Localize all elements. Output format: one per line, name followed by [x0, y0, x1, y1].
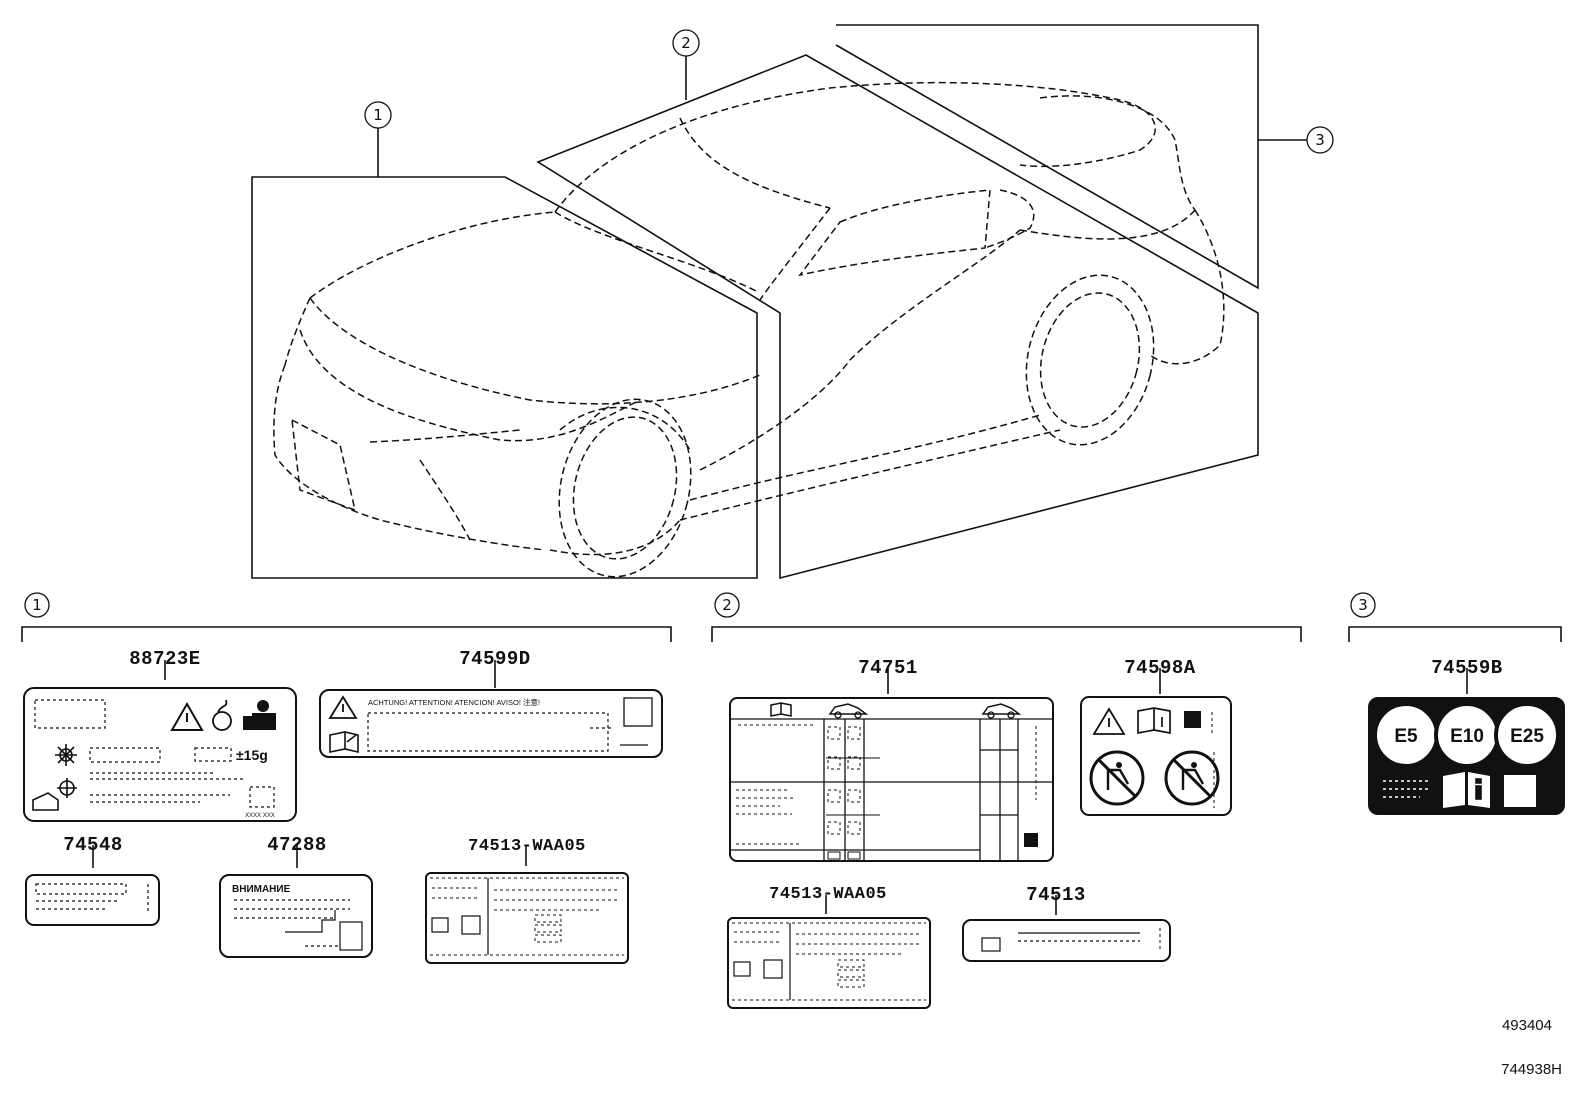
manual-book-icon — [329, 731, 359, 754]
group-2-circle — [714, 592, 740, 618]
no-child-seat-airbag-icon — [1164, 750, 1220, 806]
fuel-e10-text: E10 — [1450, 726, 1484, 747]
label-74559B — [1368, 697, 1565, 815]
group-3-circle — [1350, 592, 1376, 618]
part-no-74598A: 74598A — [1124, 657, 1196, 679]
car-silhouette-icon — [828, 703, 869, 715]
callout-3-circle — [1306, 126, 1334, 154]
label-74599D — [319, 689, 663, 758]
illustration-code: 493404 — [1502, 1017, 1552, 1034]
label-texts: ±15g XXXX XXX ACHTUNG! ATTENTION! ATENCI… — [232, 697, 1544, 895]
group-1-circle — [24, 592, 50, 618]
zone-1-frame — [251, 176, 758, 579]
russian-warning-heading: ВНИМАНИЕ — [232, 884, 291, 895]
part-no-74559B: 74559B — [1431, 657, 1502, 679]
part-no-74513-WAA05-a: 74513-WAA05 — [468, 837, 586, 856]
car-illustration — [273, 81, 1225, 578]
label-88723E — [23, 687, 297, 822]
part-numbers: 88723E 74599D 74548 47288 74513-WAA05 74… — [63, 648, 1502, 906]
part-no-47288: 47288 — [267, 834, 327, 856]
callout-1-number: 1 — [373, 106, 383, 124]
group-3-number: 3 — [1358, 596, 1368, 614]
flame-icon — [212, 699, 232, 731]
fuel-e25-badge — [1494, 702, 1560, 768]
car-silhouette-icon — [981, 703, 1022, 715]
compressor-oil-icon — [32, 778, 77, 811]
fuel-e5-text: E5 — [1394, 726, 1418, 747]
manual-info-icon — [1137, 707, 1171, 735]
part-no-74599D: 74599D — [459, 648, 530, 670]
group-1-number: 1 — [32, 596, 42, 614]
multilingual-warning-text: ACHTUNG! ATTENTION! ATENCION! AVISO! 注意! — [368, 697, 540, 707]
group-2-number: 2 — [722, 596, 732, 614]
part-no-74513-WAA05-b: 74513-WAA05 — [769, 885, 887, 904]
callout-2-number: 2 — [681, 34, 691, 52]
fuel-e25-text: E25 — [1510, 726, 1544, 747]
group-1-bracket — [21, 626, 672, 642]
label-74548 — [25, 874, 160, 926]
manual-book-icon — [770, 702, 792, 717]
warning-triangle-icon — [1092, 707, 1126, 735]
label-74751 — [729, 697, 1054, 862]
part-no-74751: 74751 — [858, 657, 918, 679]
warning-triangle-icon — [170, 701, 204, 731]
ac-refrigerant-amount: ±15g — [236, 747, 268, 763]
part-no-88723E: 88723E — [129, 648, 200, 670]
warning-triangle-icon — [328, 695, 358, 719]
part-no-74513: 74513 — [1026, 884, 1086, 906]
label-74598A — [1080, 696, 1232, 816]
service-technician-icon — [243, 700, 276, 730]
part-no-74548: 74548 — [63, 834, 123, 856]
callout-numbers: 1 2 3 1 2 3 — [32, 34, 1368, 614]
sheet-code: 744938H — [1501, 1061, 1562, 1078]
callout-3-number: 3 — [1315, 131, 1325, 149]
zone-3-frame — [835, 24, 1259, 290]
callout-1-circle — [364, 101, 392, 129]
zone-2-frame — [536, 54, 1259, 580]
callout-2-circle — [672, 29, 700, 57]
manual-info-icon — [1443, 772, 1490, 808]
group-3-bracket — [1348, 626, 1562, 642]
no-rear-facing-child-seat-icon — [1089, 750, 1145, 806]
reference-codes: 493404 744938H — [1501, 1017, 1562, 1078]
label-47288 — [219, 874, 373, 958]
label-74513-WAA05-b — [727, 917, 931, 1009]
ac-serial-text: XXXX XXX — [245, 813, 275, 819]
label-74513 — [962, 919, 1171, 962]
label-74513-WAA05-a — [425, 872, 629, 964]
refrigerant-snowflake-icon — [55, 744, 77, 766]
group-2-bracket — [711, 626, 1302, 642]
